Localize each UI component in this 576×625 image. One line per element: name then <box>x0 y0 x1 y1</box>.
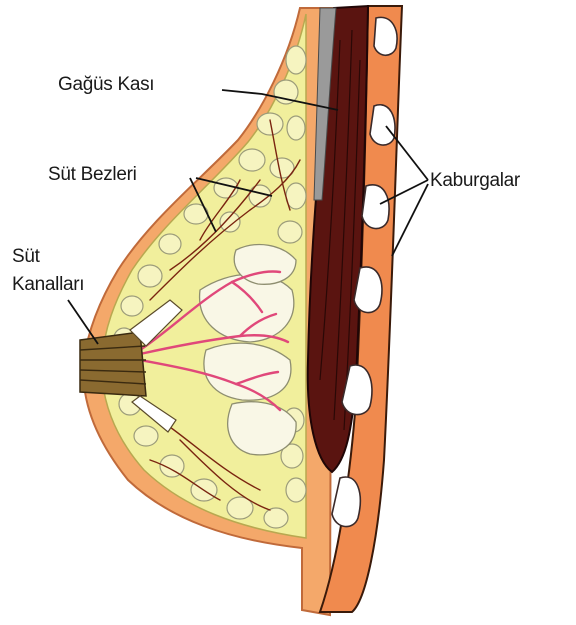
label-chest-muscle: Gağüs Kası <box>58 74 154 95</box>
label-milk-ducts-line2: Kanalları <box>12 274 84 295</box>
label-milk-glands: Süt Bezleri <box>48 164 137 185</box>
label-ribs: Kaburgalar <box>430 170 521 191</box>
label-milk-ducts-line1: Süt <box>12 246 41 267</box>
